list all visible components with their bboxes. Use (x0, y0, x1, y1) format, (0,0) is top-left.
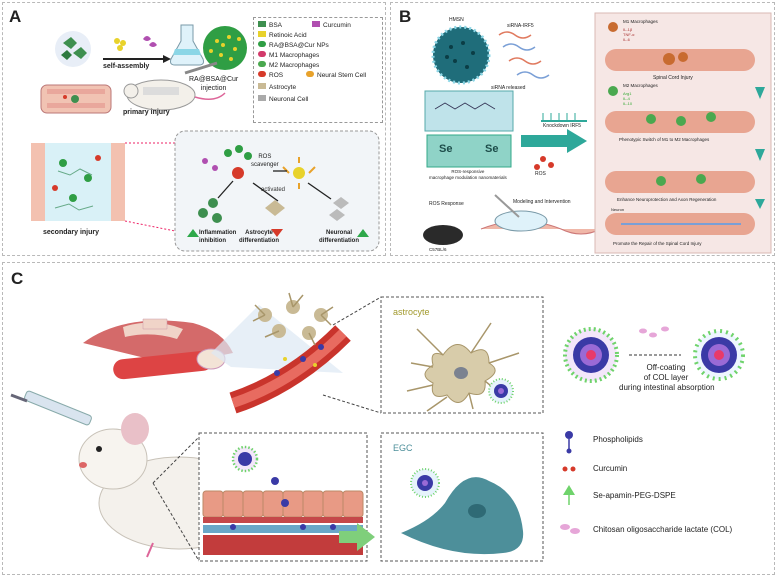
panel-b-label: B (399, 7, 412, 26)
mechanism-box (174, 130, 380, 252)
sirna-text: siRNA-IRF5 (507, 23, 534, 29)
panel-a-legend: BSA Curcumin Retinoic Acid RA@BSA@Cur NP… (253, 17, 383, 123)
mechanism-cells (198, 145, 349, 223)
enhance-text: Enhance Neuroprotection and Axon Regener… (617, 197, 717, 202)
m2-text: M2 Macrophages (623, 83, 658, 88)
structure-box (424, 90, 514, 132)
legend-retinoic: Retinoic Acid (258, 31, 307, 39)
hmsn-text: HMSN (449, 17, 464, 23)
se-right: Se (485, 143, 499, 155)
np-sphere (203, 26, 247, 70)
ros-response-text: ROS Response (429, 201, 464, 207)
legend-m1: M1 Macrophages (258, 51, 319, 59)
intestine-cells (202, 445, 364, 555)
promote-text: Promote the Repair of the Spinal Cord In… (613, 241, 702, 246)
m1-text: M1 Macrophages (623, 19, 658, 24)
m2-markers: Arg1 IL-4 IL-10 (623, 91, 633, 106)
legend-neuronal: Neuronal Cell (258, 95, 308, 103)
neuron-text: Neuron (611, 207, 625, 212)
sirna-released-text: siRNA released (491, 85, 526, 91)
legend-curcumin-c: Curcumin (593, 464, 628, 473)
primary-injury-text: primary injury (123, 109, 170, 116)
legend-se-apamin: Se-apamin-PEG-DSPE (593, 491, 676, 500)
egc-label: EGC (393, 443, 413, 453)
panel-c-label: C (11, 269, 24, 288)
sirna-strands (498, 31, 550, 79)
right-column-arrows (755, 87, 765, 209)
rat-icon (123, 79, 226, 111)
primary-injury-cord (40, 84, 112, 114)
mouse-icon (423, 225, 463, 245)
mouse-text: C57BL/6 (429, 247, 447, 252)
legend-col: Chitosan oligosaccharide lactate (COL) (593, 525, 733, 534)
ros-scavenger-text: ROS scavenger (251, 154, 279, 168)
np-coated (563, 327, 619, 383)
m1-markers: IL-1β TNF-α IL-6 (623, 27, 635, 42)
cord-stages (605, 49, 755, 235)
modeling-cord (480, 194, 602, 235)
legend-phospholipids: Phospholipids (593, 435, 643, 444)
curcumin-retinoic-group (114, 36, 157, 51)
hmsn-sphere (431, 25, 491, 85)
secondary-injury-text: secondary injury (43, 229, 100, 236)
panel-a-label: A (9, 7, 22, 26)
legend-astrocyte: Astrocyte (258, 83, 296, 91)
flask-icon (170, 24, 204, 66)
panel-c: C (2, 262, 775, 575)
ros-modulation-text: ROS-responsive macrophage modulation nan… (429, 169, 507, 180)
legend-curcumin: Curcumin (312, 21, 351, 29)
inflammation-text: Inflammation inhibition (199, 230, 237, 244)
activated-text: activated (261, 187, 286, 193)
oral-syringe (10, 390, 92, 426)
np-uncoated (693, 329, 745, 381)
legend-ros: ROS (258, 71, 283, 79)
self-assembly-text: self-assembly (103, 63, 150, 70)
vessel-network (229, 292, 351, 414)
phenotypic-text: Phenotypic Switch of M1 to M2 Macrophage… (619, 137, 710, 142)
legend-bsa: BSA (258, 21, 282, 29)
col-particles (639, 326, 669, 338)
legend-m2: M2 Macrophages (258, 61, 319, 69)
panel-b-illustration (423, 12, 772, 254)
knockdown-strand (541, 113, 587, 122)
secondary-injury-cord (31, 143, 125, 221)
se-left: Se (439, 143, 453, 155)
ros-text: ROS (535, 171, 546, 177)
big-right-arrow (521, 129, 587, 153)
injection-text: RA@BSA@Cur injection (189, 76, 239, 92)
syringe-icon (184, 61, 218, 75)
egc-cell (401, 468, 524, 555)
se-box (426, 134, 512, 168)
to-egc-arrow (339, 523, 375, 551)
sci-text: Spinal Cord Injury (653, 75, 693, 81)
knockdown-text: Knockdown IRF5 (543, 123, 582, 129)
legend-nsc: Neural Stem Cell (306, 71, 366, 79)
modeling-text: Modeling and Intervention (513, 199, 571, 205)
offcoating-label: Off-coating of COL layer during intestin… (619, 363, 715, 392)
astrocyte-label: astrocyte (393, 307, 430, 317)
mechanism-arrows (217, 170, 332, 202)
c-legend-icons (560, 431, 580, 534)
bsa-cluster (55, 31, 91, 67)
astrocyte-cell (406, 322, 520, 412)
legend-np: RA@BSA@Cur NPs (258, 41, 329, 49)
panel-b: B (390, 2, 775, 256)
astrocyte-diff-text: Astrocyte differentiation (239, 230, 279, 244)
panel-a: A (2, 2, 386, 256)
panel-a-illustration (31, 24, 380, 252)
spine-illustration (83, 318, 233, 380)
neuronal-diff-text: Neuronal differentiation (319, 230, 359, 244)
panel-c-illustration (10, 292, 745, 562)
